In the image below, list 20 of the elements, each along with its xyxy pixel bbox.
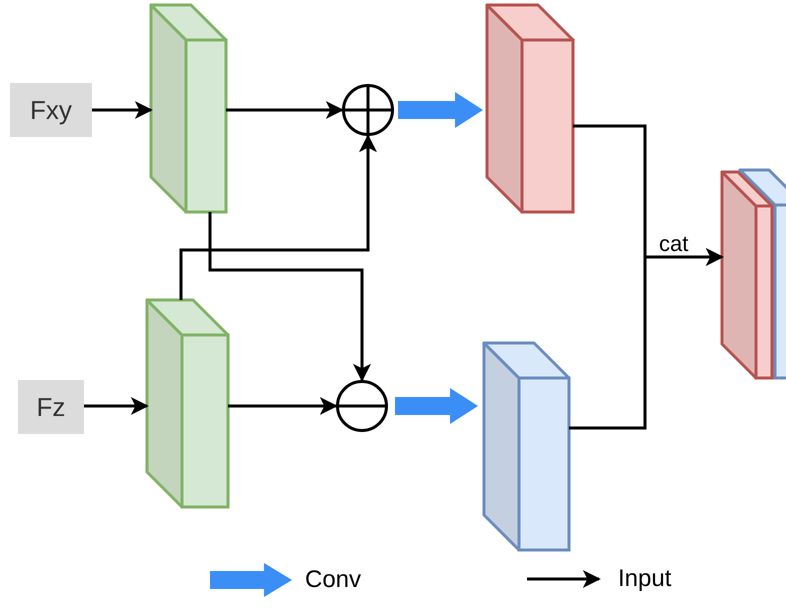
feature-block: [482, 342, 570, 552]
feature-block: [150, 4, 228, 214]
arrow: [226, 101, 344, 119]
conv-arrow: [395, 388, 478, 424]
arrow: [228, 397, 338, 415]
input-label: Fxy: [10, 83, 92, 137]
conv-arrow: [398, 92, 483, 128]
arrow: [180, 134, 377, 300]
subtract-operator: [336, 380, 388, 432]
stacked-feature-block: [720, 168, 786, 380]
legend-text: Conv: [305, 568, 362, 592]
feature-block: [486, 4, 574, 214]
arrow: [208, 212, 371, 382]
arrow: [84, 397, 149, 415]
feature-block: [146, 298, 230, 508]
arrow: [92, 101, 153, 119]
add-operator: [342, 84, 394, 136]
arrow: [569, 248, 724, 430]
legend-text: Input: [618, 567, 672, 591]
input-label: Fz: [18, 380, 84, 434]
